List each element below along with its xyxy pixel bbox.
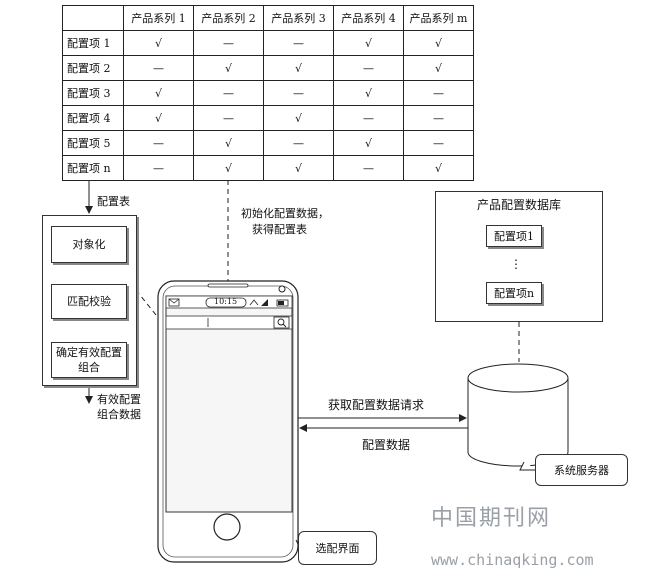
server-cylinder (467, 363, 569, 467)
dashed-process-to-phone (135, 289, 161, 321)
valid-output-line1: 有效配置 (97, 393, 141, 406)
table-cell: √ (123, 105, 194, 131)
row-label: 配置项 3 (62, 80, 124, 106)
valid-output-line2: 组合数据 (97, 408, 141, 421)
row-label: 配置项 n (62, 155, 124, 181)
server-callout: 系统服务器 (535, 454, 628, 486)
table-cell: — (123, 155, 194, 181)
table-cell: √ (403, 55, 474, 81)
column-header: 产品系列 3 (263, 5, 334, 31)
table-cell: √ (193, 55, 264, 81)
column-header: 产品系列 m (403, 5, 474, 31)
table-row: 配置项 3 √ — — √ — (62, 80, 474, 106)
table-cell: √ (333, 80, 404, 106)
db-item-last-label: 配置项n (493, 286, 535, 300)
ui-callout-label: 选配界面 (315, 541, 360, 555)
table-header-row: 产品系列 1 产品系列 2 产品系列 3 产品系列 4 产品系列 m (62, 5, 474, 31)
phone-time: 10:15 (214, 297, 238, 306)
database-title: 产品配置数据库 (476, 198, 561, 212)
table-row: 配置项 1 √ — — √ √ (62, 30, 474, 56)
table-corner-cell (62, 5, 124, 31)
table-cell: √ (403, 30, 474, 56)
db-item-last: 配置项n (486, 282, 542, 304)
response-label: 配置数据 (362, 438, 411, 452)
server-callout-label: 系统服务器 (554, 463, 609, 477)
column-header: 产品系列 1 (123, 5, 194, 31)
step-objectify-label: 对象化 (72, 238, 106, 251)
table-cell: — (333, 55, 404, 81)
column-header: 产品系列 2 (193, 5, 264, 31)
table-row: 配置项 4 √ — √ — — (62, 105, 474, 131)
table-cell: √ (193, 155, 264, 181)
table-cell: — (263, 130, 334, 156)
step-objectify: 对象化 (51, 226, 127, 263)
watermark-url: www.chinaqking.com (431, 551, 594, 569)
init-label-line1: 初始化配置数据， (241, 207, 329, 220)
table-cell: — (403, 105, 474, 131)
step-match-check: 匹配校验 (51, 284, 127, 319)
row-label: 配置项 4 (62, 105, 124, 131)
column-header: 产品系列 4 (333, 5, 404, 31)
table-cell: — (403, 80, 474, 106)
table-cell: — (263, 80, 334, 106)
table-cell: — (193, 30, 264, 56)
table-cell: √ (403, 155, 474, 181)
table-cell: — (193, 80, 264, 106)
db-item-first-label: 配置项1 (494, 229, 534, 243)
table-row: 配置项 5 — √ — √ — (62, 130, 474, 156)
phone-body (157, 280, 299, 563)
table-row: 配置项 n — √ √ — √ (62, 155, 474, 181)
table-cell: √ (333, 130, 404, 156)
step-determine-valid: 确定有效配置 组合 (51, 342, 127, 378)
table-cell: √ (333, 30, 404, 56)
config-table: 产品系列 1 产品系列 2 产品系列 3 产品系列 4 产品系列 m 配置项 1… (62, 5, 474, 181)
table-cell: — (123, 55, 194, 81)
table-cell: — (123, 130, 194, 156)
init-label-line2: 获得配置表 (252, 223, 307, 236)
request-label: 获取配置数据请求 (328, 398, 425, 412)
ui-callout: 选配界面 (298, 531, 377, 565)
row-label: 配置项 2 (62, 55, 124, 81)
table-cell: — (193, 105, 264, 131)
table-row: 配置项 2 — √ √ — √ (62, 55, 474, 81)
table-cell: — (403, 130, 474, 156)
table-cell: √ (193, 130, 264, 156)
row-label: 配置项 5 (62, 130, 124, 156)
config-table-label: 配置表 (97, 195, 130, 208)
watermark-cn: 中国期刊网 (431, 506, 552, 531)
step-determine-valid-line2: 组合 (78, 361, 100, 374)
table-cell: √ (123, 30, 194, 56)
db-ellipsis: ⋮ (510, 257, 522, 271)
table-cell: √ (123, 80, 194, 106)
table-cell: — (333, 155, 404, 181)
table-cell: — (333, 105, 404, 131)
table-cell: — (263, 30, 334, 56)
step-determine-valid-line1: 确定有效配置 (56, 346, 122, 359)
db-item-first: 配置项1 (486, 225, 542, 247)
step-match-check-label: 匹配校验 (67, 295, 111, 308)
table-cell: √ (263, 55, 334, 81)
table-cell: √ (263, 105, 334, 131)
table-cell: √ (263, 155, 334, 181)
row-label: 配置项 1 (62, 30, 124, 56)
